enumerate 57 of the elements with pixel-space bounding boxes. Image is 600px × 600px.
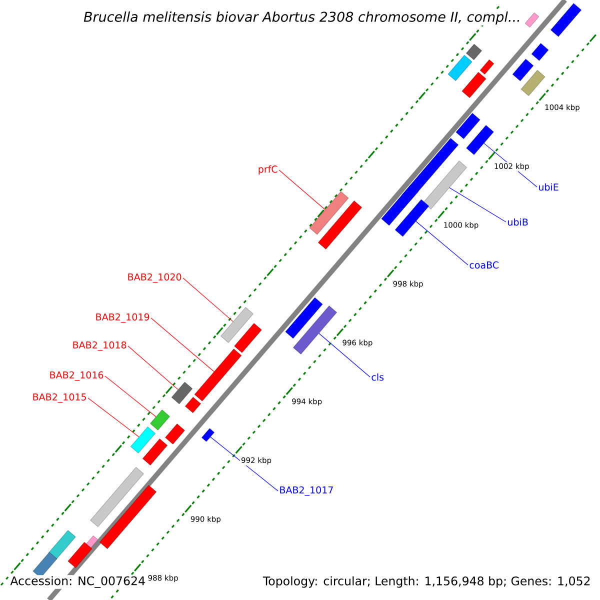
leader-line [150, 318, 214, 372]
gene-label: BAB2_1017 [280, 486, 333, 496]
gene-block [285, 297, 323, 339]
accession-text: Accession: NC_007624 [9, 575, 147, 589]
gene-block [531, 43, 549, 61]
gene-block [448, 55, 472, 81]
gene-block [524, 12, 540, 28]
leader-line [278, 170, 326, 210]
gene-block [480, 60, 494, 74]
gene-label: BAB2_1018 [73, 341, 126, 351]
gene-label: coaBC [470, 261, 499, 269]
gene-label: BAB2_1015 [33, 393, 86, 403]
gene-block [32, 552, 58, 578]
leader-line [318, 333, 370, 378]
gene-block [68, 542, 92, 568]
gene-label: BAB2_1019 [96, 313, 150, 323]
gene-block [423, 160, 467, 210]
gene-label: BAB2_1020 [128, 273, 182, 283]
gene-block [48, 530, 76, 560]
gene-block [165, 424, 185, 444]
gene-block [309, 191, 349, 235]
leader-line [104, 376, 156, 418]
gene-block [394, 199, 430, 237]
gene-block [90, 467, 144, 527]
gene-block [293, 306, 337, 354]
gene-block [318, 200, 362, 250]
gene-block [142, 438, 168, 466]
gene-block [100, 485, 156, 549]
gene-block [520, 70, 546, 96]
gene-label: cls [372, 373, 384, 381]
gene-block [456, 113, 480, 139]
leader-line [88, 398, 140, 438]
gene-block [466, 125, 494, 155]
gene-block [550, 3, 582, 37]
title: Brucella melitensis biovar Abortus 2308 chromosome II, compl... [82, 10, 522, 26]
leader-line [416, 221, 468, 266]
gene-block [381, 184, 419, 226]
gene-block [172, 382, 192, 404]
gene-block [220, 307, 254, 343]
gene-block [150, 410, 170, 430]
leader-line [182, 278, 234, 322]
gene-block [185, 397, 201, 413]
gene-block [512, 58, 534, 82]
leader-line [210, 436, 278, 492]
genome-summary-text: Topology: circular; Length: 1,156,948 bp; Genes: 1,052 [262, 575, 592, 589]
gene-label: ubiB [508, 218, 528, 226]
gene-block [466, 44, 482, 60]
gene-block [194, 348, 242, 402]
gene-label: prfC [258, 165, 278, 175]
gene-block [130, 426, 156, 454]
gene-block [234, 323, 262, 353]
leader-line [128, 346, 178, 390]
gene-block [462, 72, 486, 98]
gene-label: BAB2_1016 [50, 371, 104, 381]
gene-label: ubiE [539, 183, 558, 191]
gene-block [202, 428, 214, 442]
leader-line [449, 187, 506, 222]
